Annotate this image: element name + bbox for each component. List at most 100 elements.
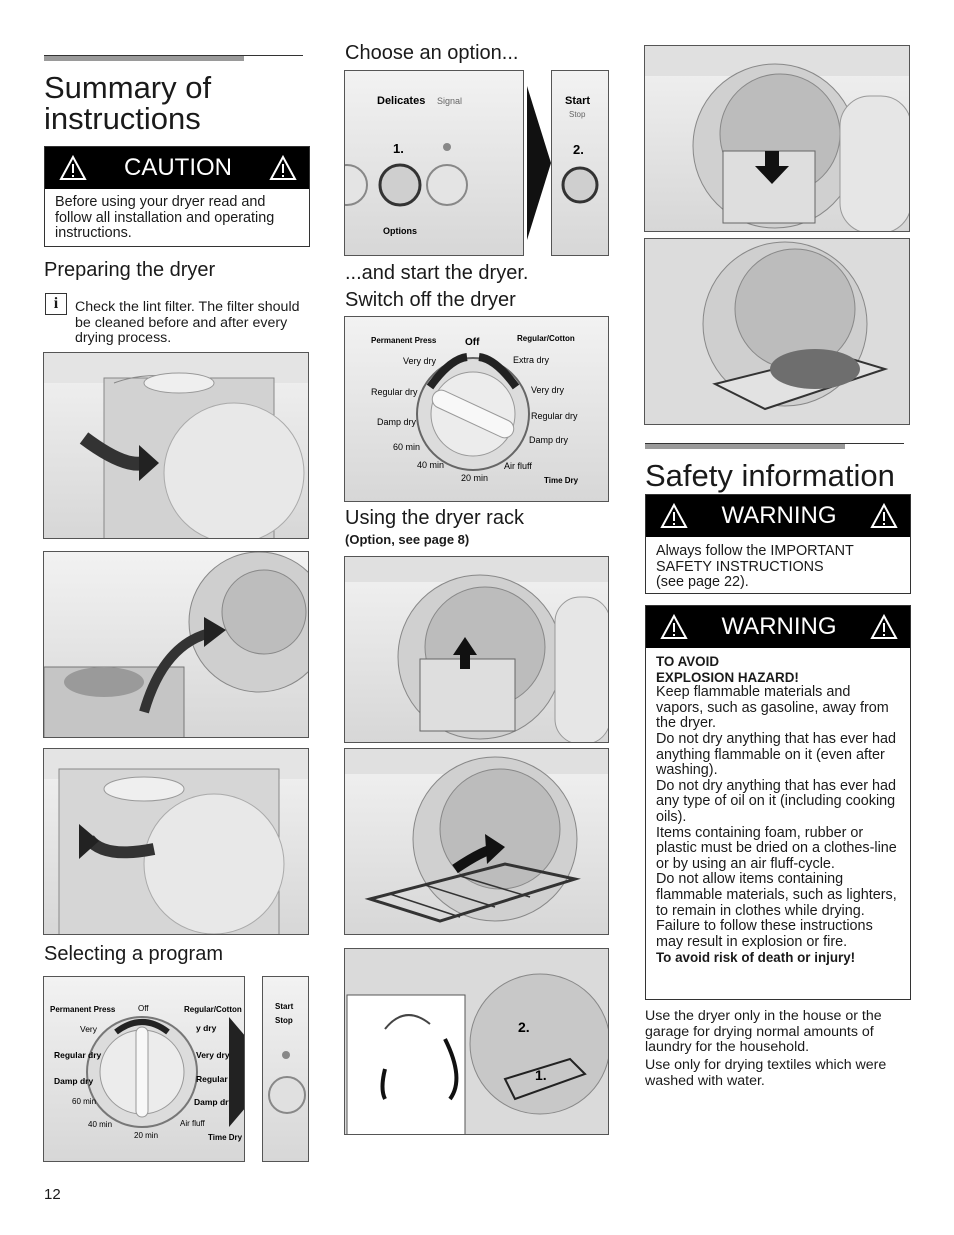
warning1-line2: SAFETY INSTRUCTIONS [656, 558, 824, 575]
dial2-label-40min: 40 min [417, 460, 444, 470]
warning-box-2: WARNING TO AVOID EXPLOSION HAZARD! Keep … [645, 605, 911, 1000]
illustration-rack-loaded [644, 238, 910, 425]
warning2-para-1: Keep flammable materials and vapors, suc… [656, 684, 889, 732]
dial-label-time-dry: Time Dry [208, 1133, 243, 1142]
illustration-lint-filter [43, 551, 309, 738]
info-icon: i [45, 293, 67, 315]
safety-rule [645, 443, 904, 444]
hazard-line-2: EXPLOSION HAZARD! [656, 669, 799, 685]
illustration-filter-top [644, 45, 910, 232]
dial-label-very: Very [80, 1024, 98, 1034]
illustration-start-panel: Start Stop 2. [551, 70, 609, 256]
arrow-right-icon [527, 86, 551, 240]
caution-text: Before using your dryer read and follow … [55, 194, 275, 242]
rack-step-2: 2. [518, 1019, 530, 1035]
warning2-para-2: Do not dry anything that has ever had an… [656, 730, 896, 779]
switch-off-heading: Switch off the dryer [345, 289, 516, 311]
illustration-open-door [43, 352, 309, 539]
dial-label-regular-cotton: Regular/Cotton [184, 1005, 242, 1014]
dial2-label-60min: 60 min [393, 442, 420, 452]
panel-step-1: 1. [393, 141, 404, 156]
dial2-label-damp-dry-right: Damp dry [529, 435, 569, 445]
safety-heading: Safety information [645, 458, 895, 493]
warning-triangle-icon [870, 502, 898, 528]
dial-label-20min: 20 min [134, 1131, 158, 1140]
illustration-options-panel: Delicates Signal 1. Options [344, 70, 524, 256]
safety-rule-thick [645, 443, 845, 449]
warning2-para-6: Failure to follow these instructions may… [656, 918, 873, 950]
page-number: 12 [44, 1186, 61, 1203]
illustration-start-stop-button: Start Stop [262, 976, 309, 1162]
lint-note: Check the lint filter. The filter should… [75, 299, 300, 347]
dial2-label-regular-cotton: Regular/Cotton [517, 334, 575, 343]
warning-triangle-icon [660, 613, 688, 639]
warning2-para-3: Do not dry anything that has ever had an… [656, 777, 896, 825]
rack-subheading: (Option, see page 8) [345, 532, 470, 547]
caution-label: CAUTION [124, 154, 232, 181]
dial2-label-regular-dry-left: Regular dry [371, 387, 418, 397]
dial2-label-regular-dry-right: Regular dry [531, 411, 578, 421]
page-title-line2: instructions [44, 101, 201, 136]
dial-label-damp-dry-right: Damp dry [194, 1097, 233, 1107]
panel-label-stop: Stop [569, 110, 586, 119]
warning-triangle-icon [59, 154, 87, 180]
warning-text-2: TO AVOID EXPLOSION HAZARD! Keep flammabl… [646, 648, 910, 972]
warning-label-1: WARNING [721, 502, 837, 529]
dial2-label-20min: 20 min [461, 473, 488, 483]
warning-box-1: WARNING Always follow the IMPORTANT SAFE… [645, 494, 911, 594]
dial-label-damp-dry-left: Damp dry [54, 1076, 93, 1086]
panel-label-delicates: Delicates [377, 95, 425, 107]
rack-step-1: 1. [535, 1067, 547, 1083]
page-title-line1: Summary of [44, 70, 212, 105]
page-title: Summary of instructions [44, 72, 211, 134]
dial2-label-very-dry-right: Very dry [531, 385, 565, 395]
warning1-line1: Always follow the IMPORTANT [656, 543, 854, 559]
rack-heading: Using the dryer rack [345, 507, 524, 529]
dial2-label-time-dry: Time Dry [544, 476, 579, 485]
choose-option-heading: Choose an option... [345, 42, 519, 64]
dial-label-air-fluff: Air fluff [180, 1119, 206, 1128]
warning-header-1: WARNING [646, 495, 910, 537]
dial2-label-very-dry-left: Very dry [403, 356, 437, 366]
title-rule-thick [44, 55, 244, 61]
start-dryer-heading: ...and start the dryer. [345, 262, 529, 284]
illustration-switch-off-dial: Permanent Press Off Regular/Cotton Very … [344, 316, 609, 502]
hazard-line-1: TO AVOID [656, 654, 719, 669]
warning2-para-4: Items containing foam, rubber or plastic… [656, 824, 897, 872]
dial-label-regular-dry-right: Regular dry [196, 1074, 244, 1084]
illustration-close-door [43, 748, 309, 935]
illustration-insert-rack [344, 748, 609, 935]
warning-triangle-icon [870, 613, 898, 639]
caution-header: CAUTION [45, 147, 309, 189]
usage-note-2: Use only for drying textiles which were … [645, 1057, 887, 1089]
selecting-heading: Selecting a program [44, 943, 223, 965]
warning-text-1: Always follow the IMPORTANT SAFETY INSTR… [646, 537, 910, 597]
stop-label: Stop [275, 1016, 293, 1025]
warning2-final: To avoid risk of death or injury! [656, 950, 856, 966]
usage-note-1: Use the dryer only in the house or the g… [645, 1008, 882, 1056]
warning-triangle-icon [660, 502, 688, 528]
caution-box: CAUTION Before using your dryer read and… [44, 146, 310, 247]
illustration-remove-filter [344, 556, 609, 743]
dial2-label-off: Off [465, 337, 480, 348]
dial-label-40min: 40 min [88, 1120, 112, 1129]
dial-label-60min: 60 min [72, 1097, 96, 1106]
panel-step-2: 2. [573, 142, 584, 157]
preparing-heading: Preparing the dryer [44, 259, 216, 281]
panel-label-signal: Signal [437, 96, 462, 106]
warning-header-2: WARNING [646, 606, 910, 648]
dial2-label-air-fluff: Air fluff [504, 461, 532, 471]
dial2-label-extra-dry: Extra dry [513, 355, 550, 365]
warning-triangle-icon [269, 154, 297, 180]
panel-label-options: Options [383, 226, 417, 236]
dial-label-very-dry: Very dry [196, 1050, 230, 1060]
dial2-label-permanent-press: Permanent Press [371, 336, 437, 345]
dial2-label-damp-dry-left: Damp dry [377, 417, 417, 427]
panel-label-start: Start [565, 95, 590, 107]
warning-label-2: WARNING [721, 613, 837, 640]
title-rule [44, 55, 303, 56]
illustration-mount-rack: 2. 1. [344, 948, 609, 1135]
warning1-line3: (see page 22). [656, 574, 749, 591]
dial-label-y-dry: y dry [196, 1023, 217, 1033]
dial-label-regular-dry-left: Regular dry [54, 1050, 102, 1060]
